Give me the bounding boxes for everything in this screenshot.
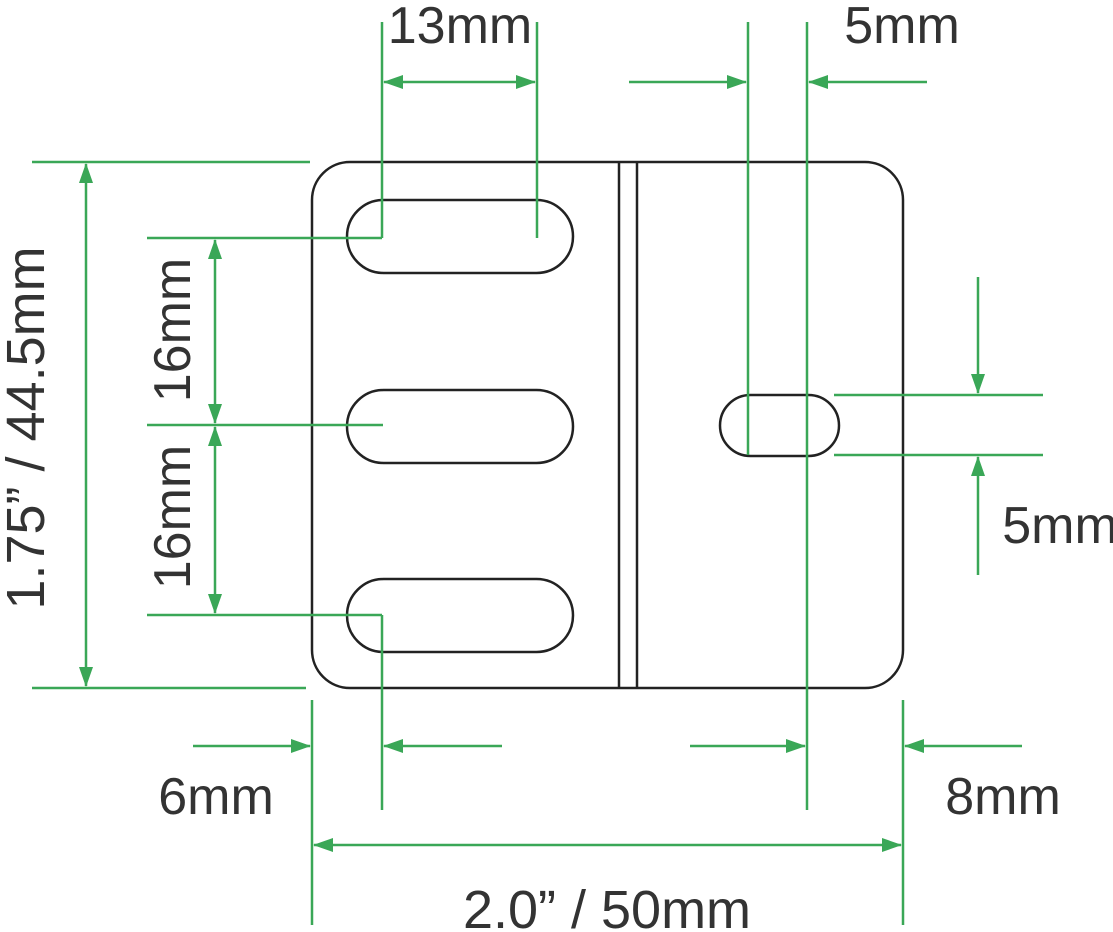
label-slot-spacing-bottom: 16mm xyxy=(144,445,202,589)
label-right-margin: 8mm xyxy=(945,768,1061,826)
slot-top xyxy=(345,198,575,275)
dimension-lines xyxy=(32,22,1043,925)
label-slot-length: 13mm xyxy=(388,0,532,55)
hole-right xyxy=(718,393,841,458)
plate-outline xyxy=(310,160,905,690)
label-slot-spacing-top: 16mm xyxy=(144,258,202,402)
label-left-margin: 6mm xyxy=(158,768,274,826)
label-width: 2.0” / 50mm xyxy=(463,880,751,932)
label-hole-offset: 5mm xyxy=(844,0,960,55)
label-height: 1.75” / 44.5mm xyxy=(0,246,56,609)
bracket-plate xyxy=(310,160,905,690)
label-hole-height: 5mm xyxy=(1002,497,1113,555)
slot-middle xyxy=(345,388,575,465)
